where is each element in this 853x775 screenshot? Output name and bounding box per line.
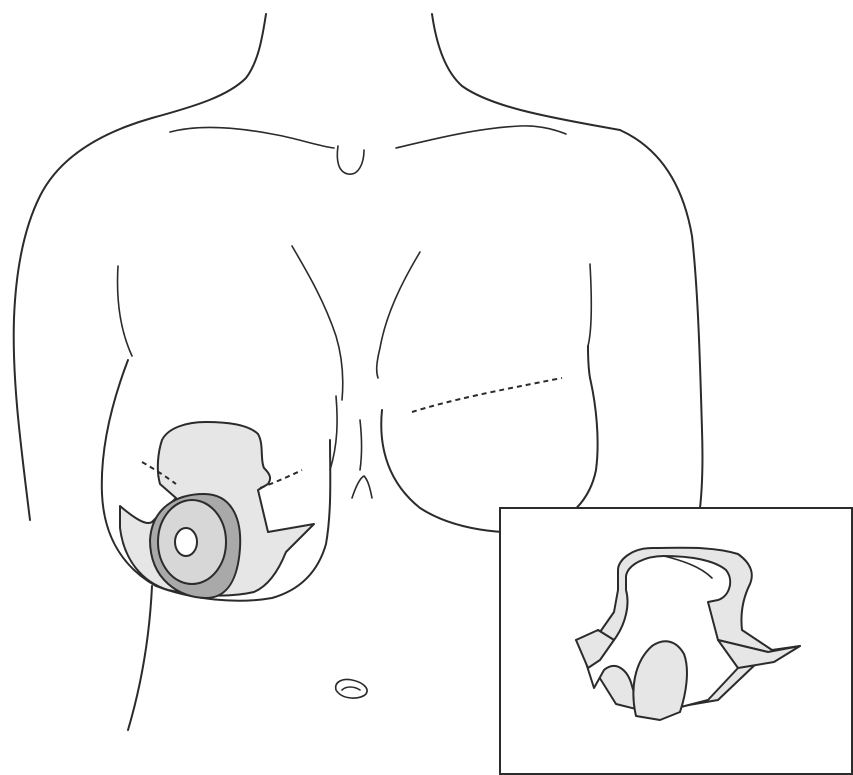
sternal-notch	[337, 146, 364, 174]
cleavage-mark	[352, 476, 372, 498]
left-axilla-line	[118, 266, 132, 356]
left-chest-contour	[292, 246, 343, 400]
inframammary-midline	[360, 420, 362, 470]
neck-right-outline	[432, 14, 620, 130]
right-breast-outline	[381, 346, 597, 532]
navel	[336, 679, 367, 698]
right-clavicle	[396, 126, 566, 148]
right-breast-dashed-incision	[412, 378, 562, 412]
neck-left-outline	[152, 14, 266, 118]
left-clavicle	[170, 128, 334, 148]
right-chest-contour	[377, 252, 420, 378]
left-lower-torso-outline	[128, 586, 152, 730]
right-axilla-line	[588, 264, 591, 346]
nipple	[175, 528, 197, 556]
navel-inner	[342, 687, 360, 690]
left-shoulder-arm-outline	[14, 118, 152, 520]
right-shoulder-arm-outline	[620, 130, 702, 508]
